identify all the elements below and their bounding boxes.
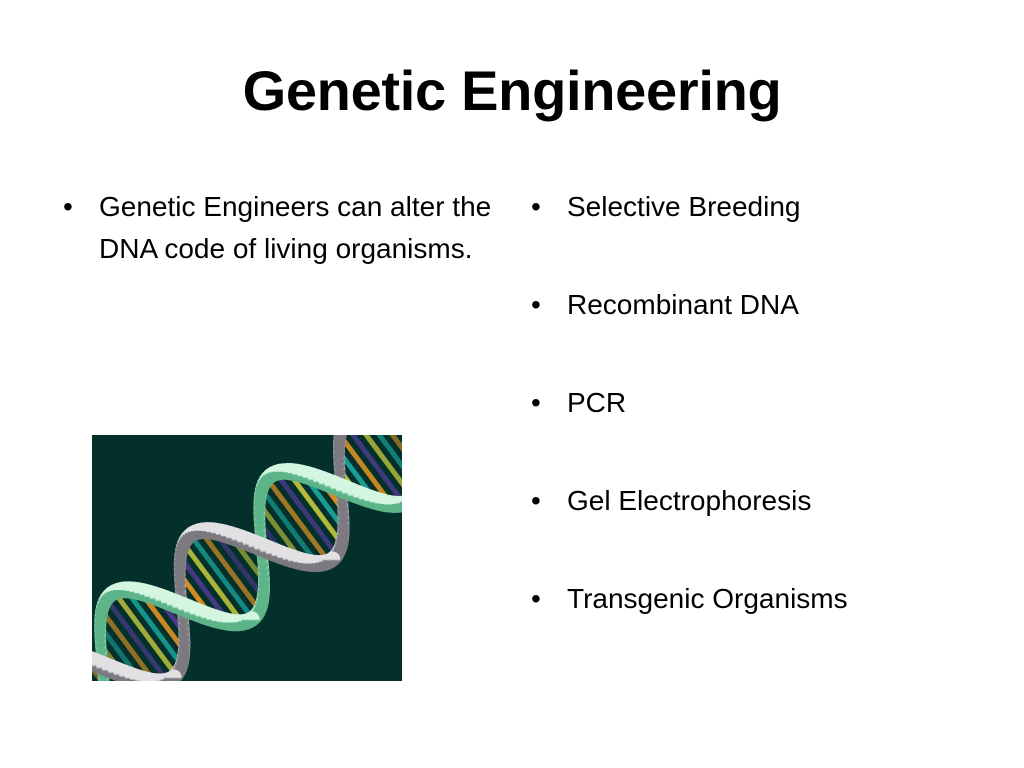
list-item-label: Selective Breeding [567,191,801,222]
dna-helix-illustration [92,435,402,681]
list-item: • Genetic Engineers can alter the DNA co… [56,186,508,270]
bullet-glyph-icon: • [531,191,541,222]
list-item-label: PCR [567,387,627,418]
list-item-label: Genetic Engineers can alter the DNA code… [99,191,492,264]
dna-double-helix-image [92,435,402,681]
base-pair-rung [363,435,402,488]
list-item: • Recombinant DNA [524,284,994,326]
base-pair-rung [188,532,256,622]
base-pair-rung [389,435,402,452]
list-item-label: Recombinant DNA [567,289,799,320]
dna-strand-segment-gray [163,669,182,681]
base-pair-rung [259,486,320,567]
base-pair-rung [376,435,402,470]
bullet-glyph-icon: • [531,387,541,418]
base-pair-rung [99,608,158,681]
dna-strand-segment-gray [322,551,341,569]
left-content-column: • Genetic Engineers can alter the DNA co… [56,186,508,270]
page-title: Genetic Engineering [242,59,782,122]
base-pair-rung [337,435,394,507]
list-item: • PCR [524,382,994,424]
right-content-column: • Selective Breeding • Recombinant DNA •… [524,186,994,620]
dna-strand-front [92,462,402,681]
bullet-glyph-icon: • [531,583,541,614]
base-pair-rung [123,587,185,668]
list-item-label: Transgenic Organisms [567,583,848,614]
base-pair-rung [349,435,402,506]
base-pair-rung [181,541,245,625]
bullet-glyph-icon: • [63,191,73,222]
list-item: • Selective Breeding [524,186,994,228]
base-pair-rung [103,596,170,681]
base-pair-rung [198,528,262,613]
list-item: • Gel Electrophoresis [524,480,994,522]
list-item-label: Gel Electrophoresis [567,485,812,516]
bullet-glyph-icon: • [531,289,541,320]
base-pair-rung [111,589,179,678]
list-item: • Transgenic Organisms [524,578,994,620]
base-pair-rung [264,476,332,564]
base-pair-rung [273,470,340,558]
bullet-glyph-icon: • [531,485,541,516]
base-pair-rung [285,469,345,547]
dna-strand-segment-green [241,611,260,629]
